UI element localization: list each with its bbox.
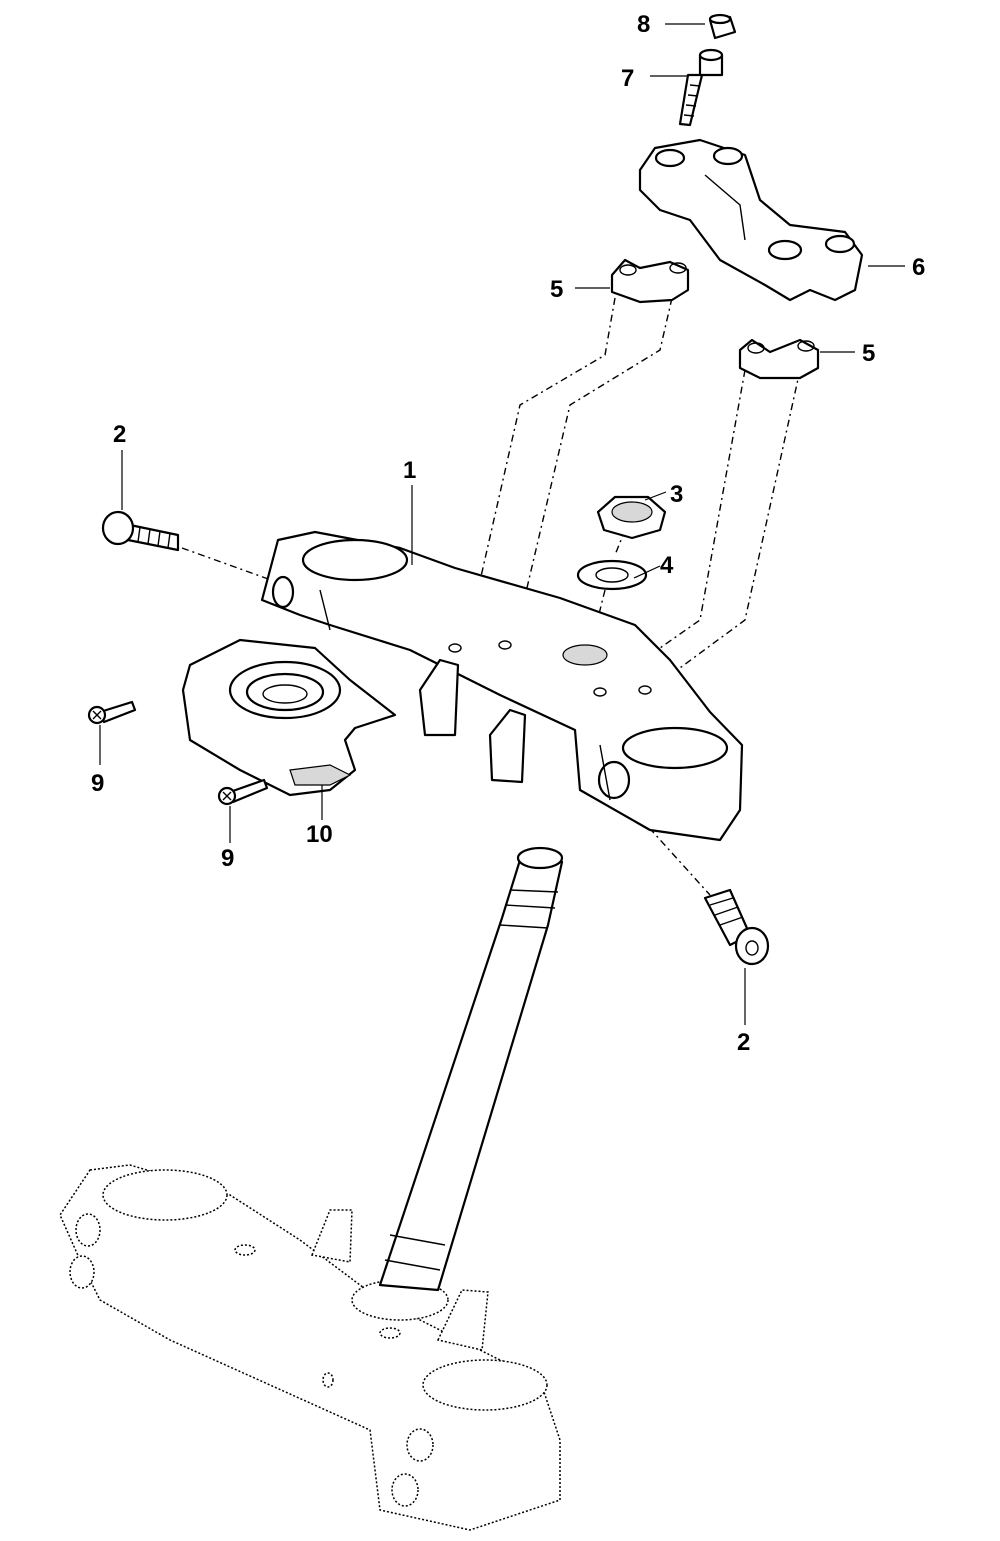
clamp-bolt-right [703, 888, 770, 966]
callout-2-left: 2 [113, 421, 126, 448]
callout-1: 1 [403, 457, 416, 484]
top-triple-clamp [260, 530, 744, 842]
screw-9-lower [217, 778, 269, 806]
callout-9-upper: 9 [91, 770, 104, 797]
leader-lines [99, 23, 905, 1025]
callout-6: 6 [912, 254, 925, 281]
top-bolt [678, 48, 724, 127]
top-cap [708, 13, 737, 40]
callout-5-right: 5 [862, 340, 875, 367]
callout-9-lower: 9 [221, 845, 234, 872]
callout-7: 7 [621, 65, 634, 92]
callout-4: 4 [660, 552, 674, 579]
handlebar-clamp-lower-left [610, 258, 690, 304]
callout-2-right: 2 [737, 1029, 750, 1056]
screw-9-upper [87, 700, 137, 725]
callout-3: 3 [670, 481, 683, 508]
clamp-bolt-left [101, 510, 180, 552]
callout-labels: 8 7 6 5 5 2 1 3 4 9 10 9 2 [91, 11, 925, 1056]
callout-5-left: 5 [550, 276, 563, 303]
handlebar-clamp-lower-right [738, 338, 820, 380]
washer [576, 559, 648, 591]
key-bracket [181, 638, 397, 797]
lower-triple-clamp [59, 1164, 561, 1531]
callout-10: 10 [306, 821, 333, 848]
handlebar-clamp-upper [638, 138, 864, 302]
steering-stem [378, 846, 564, 1292]
stem-nut [596, 495, 667, 540]
callout-8: 8 [637, 11, 650, 38]
